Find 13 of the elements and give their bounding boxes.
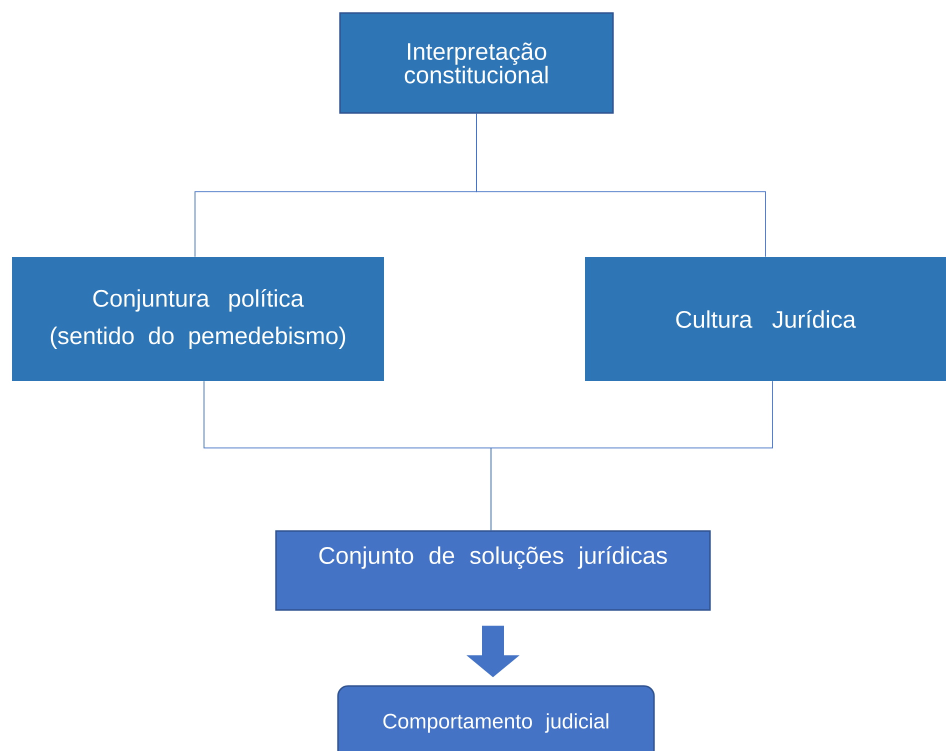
node-label: Conjunto de soluções jurídicas (319, 546, 667, 569)
node-label: Conjuntura política (93, 288, 304, 312)
node-label: Comportamento judicial (383, 713, 608, 733)
process-box (12, 256, 384, 381)
result-box (337, 685, 655, 751)
process-box (585, 256, 946, 381)
connector-line (476, 113, 766, 258)
node-label: Cultura Jurídica (676, 310, 856, 328)
process-box (339, 12, 614, 114)
node-label: (sentido do pemedebismo) (50, 326, 346, 350)
process-box (275, 530, 711, 611)
connector-line (490, 380, 773, 531)
node-label: Interpretação constitucional (404, 42, 548, 84)
